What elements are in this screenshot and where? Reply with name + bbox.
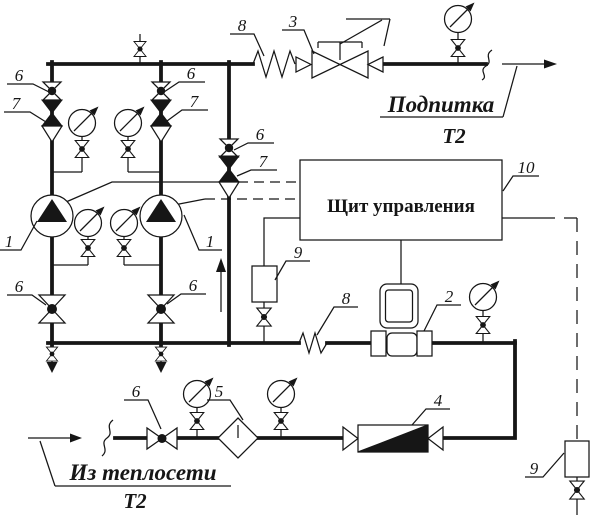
svg-text:7: 7 <box>12 94 22 113</box>
from-network-text-line1: Из теплосети <box>69 460 217 485</box>
outlet-arrow <box>481 49 557 81</box>
pressure-sensor-left <box>251 265 278 343</box>
callout-check-valve-top-left: 7 <box>4 94 47 123</box>
flow-direction-arrow <box>216 258 226 312</box>
flow-meter-icon <box>370 283 433 357</box>
control-panel-box <box>299 159 503 241</box>
pressure-gauge-makeup <box>443 1 476 64</box>
regulating-valve-icon <box>295 18 391 79</box>
makeup-label: Подпитка Т2 <box>380 65 518 148</box>
shutoff-valve-icon <box>219 138 239 158</box>
svg-text:4: 4 <box>434 391 443 410</box>
inlet-arrow <box>28 419 114 457</box>
callout-damper-top: 8 <box>230 16 265 57</box>
svg-text:6: 6 <box>15 277 24 296</box>
callout-pump-right: 1 <box>183 214 222 251</box>
callout-pump-left: 1 <box>0 220 38 251</box>
callout-damper-bottom: 8 <box>316 289 358 336</box>
check-valve-icon <box>218 155 240 199</box>
svg-text:6: 6 <box>15 66 24 85</box>
pump-icon <box>139 194 183 238</box>
svg-text:8: 8 <box>238 16 247 35</box>
pressure-gauge-after-filter <box>266 376 299 438</box>
callout-regulating-valve: 3 <box>282 12 315 55</box>
callout-flow-meter: 2 <box>423 287 461 332</box>
callout-shutoff-valve-lower-left: 6 <box>7 277 47 306</box>
pressure-gauge-discharge-right <box>113 105 161 173</box>
svg-text:1: 1 <box>5 232 14 251</box>
svg-text:1: 1 <box>206 232 215 251</box>
svg-text:3: 3 <box>288 12 298 31</box>
shutoff-valve-icon <box>38 294 66 324</box>
damper-icon <box>252 48 296 80</box>
pressure-gauge-suction-left <box>52 205 106 266</box>
svg-text:9: 9 <box>294 243 303 262</box>
svg-text:6: 6 <box>187 64 196 83</box>
callout-pressure-sensor-left: 9 <box>274 243 310 281</box>
svg-text:8: 8 <box>342 289 351 308</box>
svg-text:6: 6 <box>256 125 265 144</box>
shutoff-valve-icon <box>147 294 175 324</box>
pipe-break-icon <box>101 419 114 457</box>
svg-text:7: 7 <box>259 152 269 171</box>
control-wires <box>65 181 578 441</box>
control-panel-title: Щит управления <box>327 196 475 217</box>
shutoff-valve-icon <box>146 426 178 451</box>
makeup-text-line2: Т2 <box>442 124 466 148</box>
air-vent-valve-icon <box>133 34 147 64</box>
callout-check-valve-top-mid: 7 <box>166 92 208 122</box>
shutoff-valve-icon <box>151 81 171 101</box>
from-network-text-line2: Т2 <box>123 489 147 513</box>
pressure-sensor-right <box>564 440 590 515</box>
svg-text:10: 10 <box>518 158 536 177</box>
from-network-label: Из теплосети Т2 <box>39 440 231 513</box>
svg-text:9: 9 <box>530 459 539 478</box>
svg-text:6: 6 <box>189 276 198 295</box>
svg-text:2: 2 <box>445 287 454 306</box>
callout-shutoff-valve-top-mid: 6 <box>163 64 205 93</box>
callout-shutoff-valve-lower-right: 6 <box>166 276 206 305</box>
callout-shutoff-valve-bypass: 6 <box>233 125 274 151</box>
callout-check-valve-bypass: 7 <box>236 152 277 177</box>
svg-text:7: 7 <box>190 92 200 111</box>
drain-valve-icon <box>155 347 166 373</box>
callout-throttle-valve: 4 <box>411 391 450 426</box>
pressure-gauge-discharge-left <box>52 105 100 173</box>
drain-valve-icon <box>46 347 57 373</box>
pressure-gauge-suction-right <box>109 205 161 266</box>
callout-control-panel: 10 <box>502 158 539 192</box>
pipe-break-icon <box>481 49 493 81</box>
svg-text:5: 5 <box>215 382 224 401</box>
damper-icon <box>298 330 328 356</box>
filter-icon <box>217 417 259 459</box>
makeup-text-line1: Подпитка <box>387 92 495 117</box>
throttle-valve-icon <box>342 424 444 453</box>
callout-shutoff-valve-top-left: 6 <box>7 66 50 93</box>
svg-text:6: 6 <box>132 382 141 401</box>
callout-shutoff-valve-inlet: 6 <box>124 382 162 430</box>
pressure-gauge-meter <box>468 279 501 343</box>
pressure-gauge-before-filter <box>182 376 215 438</box>
pump-icon <box>30 194 74 238</box>
callout-filter: 5 <box>207 382 244 421</box>
callout-pressure-sensor-right: 9 <box>525 452 565 478</box>
